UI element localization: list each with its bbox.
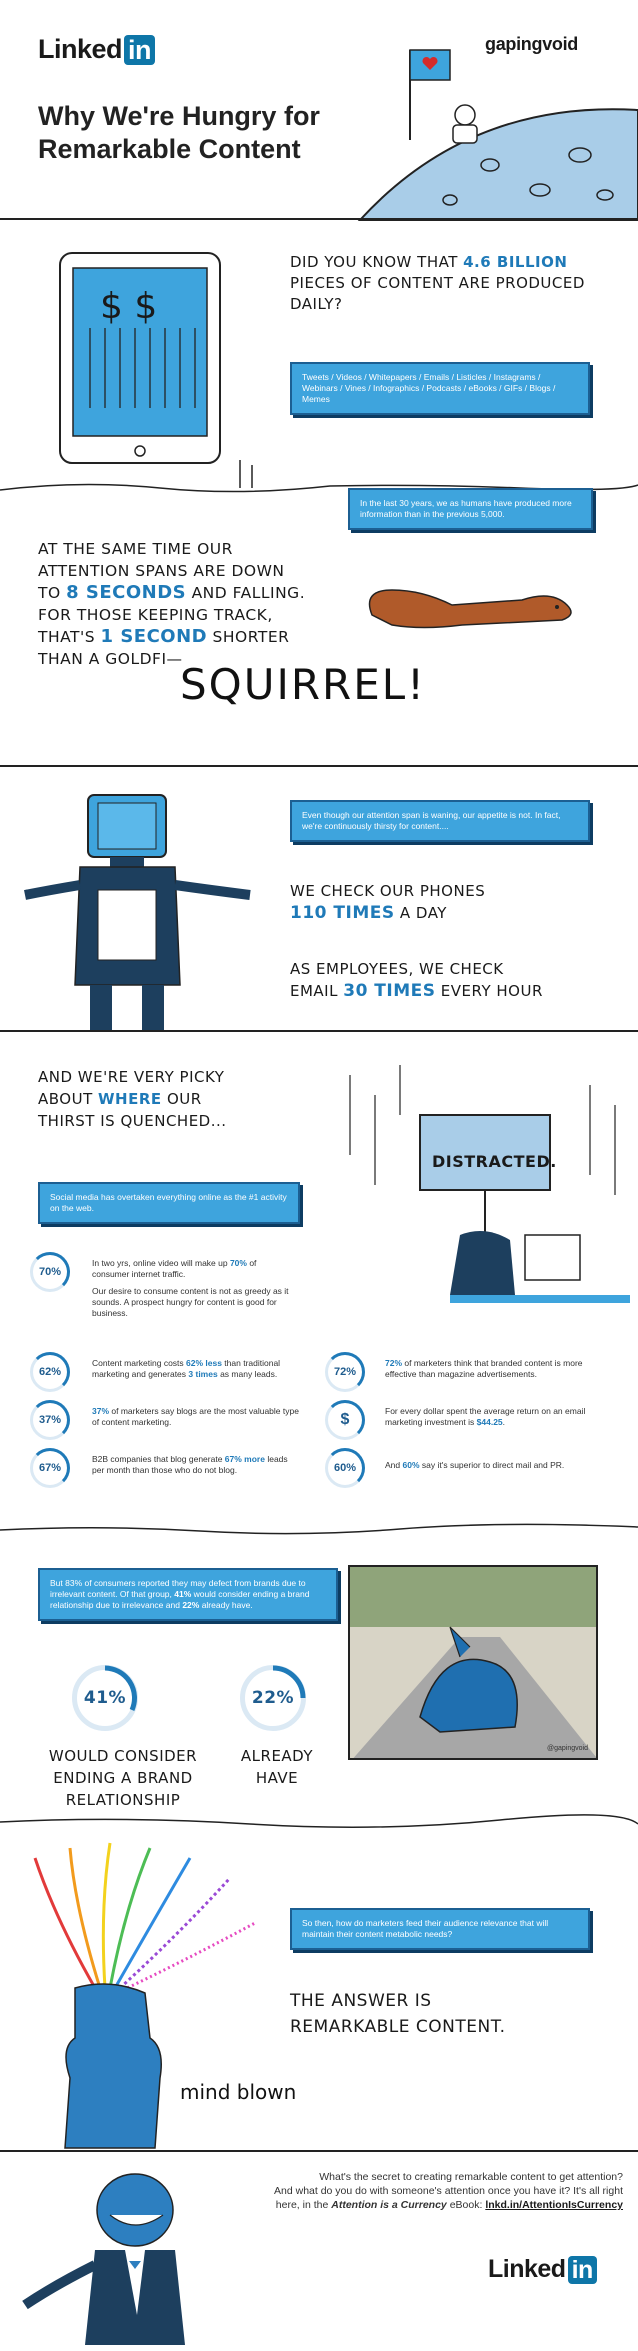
squirrel-exclaim: SQUIRREL!: [180, 660, 426, 709]
cartoon-signature: @gapingvoid: [547, 1745, 588, 1752]
phone-checks-text: We check our phones 110 times a day: [290, 882, 486, 923]
email-checks-text: As employees, we check email 30 times ev…: [290, 960, 543, 1001]
stat-ring-72: 72%: [325, 1352, 365, 1392]
caption-already-have: Already have: [240, 1747, 314, 1787]
stat-ring-70: 70%: [30, 1252, 70, 1292]
content-types-box: Tweets / Videos / Whitepapers / Emails /…: [290, 362, 590, 415]
social-fact-box: Social media has overtaken everything on…: [38, 1182, 300, 1224]
footer-text: What's the secret to creating remarkable…: [274, 2171, 623, 2211]
section-divider: [0, 765, 638, 767]
dinosaur-scene: [350, 1567, 596, 1758]
ring-41: 41%: [72, 1665, 138, 1731]
squirrel-icon: [368, 589, 572, 629]
page-title: Why We're Hungry for Remarkable Content: [38, 101, 320, 164]
attention-span-text: At the same time our attention spans are…: [38, 540, 306, 668]
dinosaur-cartoon: @gapingvoid: [348, 1565, 598, 1760]
stat-text-72: 72% of marketers think that branded cont…: [385, 1358, 583, 1379]
stat-text-37: 37% of marketers say blogs are the most …: [92, 1406, 299, 1427]
svg-text:$ $: $ $: [100, 286, 157, 327]
stat-text-62: Content marketing costs 62% less than tr…: [92, 1358, 281, 1379]
picky-text: And we're very picky about where our thi…: [38, 1068, 227, 1130]
defect-fact-box: But 83% of consumers reported they may d…: [38, 1568, 338, 1621]
section-divider: [0, 218, 638, 220]
stat-text-dollar: For every dollar spent the average retur…: [385, 1406, 586, 1427]
caption-would-consider: Would consider ending a brand relationsh…: [48, 1747, 198, 1809]
doodle-line: [0, 1523, 638, 1535]
ring-22-arc: [272, 1665, 306, 1699]
screenhead-figure: [24, 794, 251, 1030]
appetite-fact-box: Even though our attention span is waning…: [290, 800, 590, 842]
stat-text-60: And 60% say it's superior to direct mail…: [385, 1460, 565, 1470]
footer-linkedin-logo[interactable]: Linked in: [488, 2255, 597, 2284]
stat-ring-67: 67%: [30, 1448, 70, 1488]
ring-41-arc: [104, 1665, 137, 1711]
history-fact-box: In the last 30 years, we as humans have …: [348, 488, 593, 530]
billion-headline: Did you know that 4.6 billion pieces of …: [290, 253, 585, 313]
ring-22: 22%: [240, 1665, 306, 1731]
gapingvoid-logo[interactable]: gapingvoid: [485, 34, 578, 54]
distracted-illustration: [349, 1065, 630, 1303]
doodle-line: [0, 1814, 638, 1828]
ebook-link[interactable]: lnkd.in/AttentionIsCurrency: [485, 2199, 623, 2211]
answer-text: The answer is remarkable content.: [290, 1991, 506, 2037]
section-divider: [0, 2150, 638, 2152]
stat-text-70: In two yrs, online video will make up 70…: [92, 1258, 289, 1318]
stat-ring-60: 60%: [325, 1448, 365, 1488]
section-divider: [0, 1030, 638, 1032]
businessman-figure: [22, 2173, 185, 2345]
moon-illustration: [357, 49, 638, 221]
stat-text-67: B2B companies that blog generate 67% mor…: [92, 1454, 288, 1475]
linkedin-logo[interactable]: Linked in: [38, 34, 156, 65]
mind-blown-figure: [33, 1842, 256, 2149]
distracted-label: DISTRACTED.: [432, 1152, 557, 1171]
question-box: So then, how do marketers feed their aud…: [290, 1908, 590, 1950]
stat-ring-37: 37%: [30, 1400, 70, 1440]
mind-blown-label: mind blown: [180, 2080, 297, 2104]
tablet-illustration: $ $: [59, 252, 221, 464]
dollar-icon: $: [325, 1400, 365, 1440]
stat-ring-62: 62%: [30, 1352, 70, 1392]
